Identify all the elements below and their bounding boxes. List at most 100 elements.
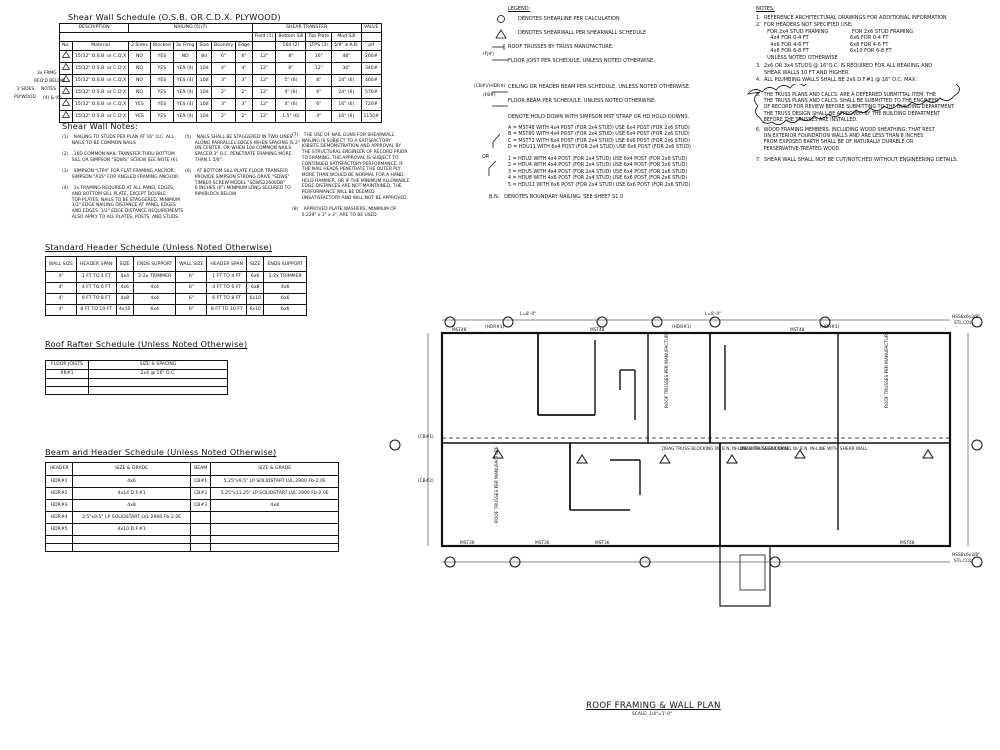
shear-cell: 340#: [360, 62, 383, 75]
rafter-col-joists: FLOOR JOISTS: [45, 360, 89, 370]
shear-notes-col3: (7) THE USE OF NAIL GUNS FOR SHEARWALL N…: [292, 133, 410, 218]
legend-boundary-nailing: B.N. DENOTES BOUNDARY NAILING, SEE SHEET…: [489, 194, 624, 200]
col-top-plate: Top Plate: [305, 32, 333, 42]
rafter-col-size: SIZE & SPACING: [88, 360, 228, 370]
beam-cell: HDR#1: [44, 475, 74, 488]
beam-cell: CB#3: [189, 499, 212, 512]
header-cell: 4x4: [132, 293, 177, 305]
rafter-row-id: RR#1: [45, 369, 89, 379]
beam-cell: 5.25"x9.5" LP SOLIDSTART LVL 2900 Fb-2.0…: [210, 475, 339, 488]
shear-cell: 48": [331, 50, 362, 63]
shear-cell: 2": [235, 86, 253, 99]
shear-cell: 10d: [196, 74, 212, 87]
shear-cell: 460#: [360, 74, 383, 87]
shear-cell: 36": [331, 62, 362, 75]
rafter-schedule-title: Roof Rafter Schedule (Unless Noted Other…: [45, 339, 248, 349]
shear-cell: 4": [235, 62, 253, 75]
shear-cell: 10d: [196, 98, 212, 111]
shear-cell: 12": [251, 110, 277, 123]
header-col: WALL SIZE: [175, 256, 208, 272]
shear-cell: YES: [149, 50, 174, 63]
shear-cell: 570#: [360, 86, 383, 99]
label-mst36-b: MST36: [535, 540, 550, 546]
shear-cell: 12": [305, 62, 333, 75]
header-cell: 6x4: [132, 304, 177, 316]
header-cell: 4x4: [132, 282, 177, 294]
legend-hold-down: DENOTE HOLD-DOWN WITH SIMPSON MST STRAP …: [508, 114, 690, 120]
header-cell: 6": [175, 271, 208, 283]
label-hdr3: (HDR#3): [820, 324, 840, 330]
header-col: HEADER SPAN: [75, 256, 117, 272]
rafter-row-size: 2x4 @ 16" O.C.: [88, 369, 228, 379]
shear-cell: 2": [210, 86, 237, 99]
col-2-sides: 2 Sides: [128, 41, 151, 51]
beam-cell: 4x10 D.F.#1: [72, 523, 191, 536]
shear-cell: 8d: [196, 50, 212, 63]
note-7: 7. SHEAR WALL SHALL NOT BE CUT/NOTCHED W…: [756, 157, 959, 163]
note-3: 3. 2x6 OR 3x4 STUDS @ 16"O.C. IS REQUIRE…: [756, 63, 933, 76]
header-col: SIZE: [245, 256, 265, 272]
header-cell: 4": [45, 271, 77, 283]
side-label-notes: NOTES: [41, 87, 56, 92]
header-cell: 4x6: [263, 282, 307, 294]
header-schedule-title: Standard Header Schedule (Unless Noted O…: [45, 242, 273, 252]
note-6: 6. WOOD FRAMING MEMBERS, INCLUDING WOOD …: [756, 128, 935, 152]
header-col: HEADER SPAN: [206, 256, 247, 272]
shear-cell: 3": [210, 98, 237, 111]
shear-cell: 10d: [196, 86, 212, 99]
legend-cb-symbol: (CB#)/(HDR#): [474, 84, 506, 89]
shear-cell: 4" (6): [275, 98, 307, 111]
label-mst48-b: MST48: [590, 327, 605, 333]
shear-cell: 12": [251, 98, 277, 111]
side-label-plywood: PLYWOOD: [14, 95, 36, 100]
legend-fj-symbol: (FJ#): [483, 52, 494, 57]
col-ab: 5/8" ø A.B.: [331, 41, 362, 51]
shear-cell: 15/32" O.S.B. or C.D.X: [71, 110, 130, 123]
label-roof-trusses-a: ROOF TRUSSES PER MANUFACTURE: [664, 331, 670, 408]
side-label-notes-ref: (4) & (6): [43, 96, 62, 101]
rafter-schedule-table: FLOOR JOISTS SIZE & SPACING RR#1 2x4 @ 1…: [45, 360, 228, 395]
beam-cell: 4x8: [72, 499, 191, 512]
shear-cell: NO: [172, 50, 198, 63]
header-cell: 6x10: [245, 304, 265, 316]
header-cell: 6": [175, 304, 208, 316]
shear-cell: 16" (6): [331, 98, 362, 111]
col-edge: Edge: [235, 41, 253, 51]
shear-cell: 12": [251, 86, 277, 99]
label-hss-bottom: HSS6x6x3/8": [952, 552, 980, 558]
note-1: 1. REFERENCE ARCHITECTURAL DRAWINGS FOR …: [756, 15, 947, 21]
legend-strap-list: A = MST48 WITH 4x4 POST (FOR 2x4 STUD) U…: [508, 126, 691, 151]
shear-cell: 12": [251, 62, 277, 75]
col-description: DESCRIPTION: [58, 23, 130, 33]
shear-cell: 16": [305, 50, 333, 63]
beam-cell: [210, 511, 339, 524]
shear-cell: 3": [235, 98, 253, 111]
side-label-reqd: REQ'D BELOW: [34, 79, 66, 84]
col-ltps: LTPS (3): [305, 41, 333, 51]
label-mst48-c: MST48: [790, 327, 805, 333]
col-field: Field (1): [251, 32, 277, 42]
header-cell: 4": [45, 282, 77, 294]
shear-row-no: [59, 62, 73, 75]
label-mst48-d: MST48: [900, 540, 915, 546]
shear-cell: YES (4): [172, 74, 198, 87]
header-cell: 4 FT TO 6 FT: [75, 282, 117, 294]
beam-cell: HDR#4: [44, 511, 74, 524]
beam-col: SIZE & GRADE: [72, 462, 191, 476]
col-mud-sill: Mud Sill: [331, 32, 362, 42]
col-value: VALUE: [360, 23, 383, 33]
shear-cell: YES: [128, 98, 151, 111]
header-cell: 6x10: [245, 293, 265, 305]
shear-wall-schedule-title: Shear Wall Schedule (O.S.B. OR C.D.X. PL…: [68, 12, 281, 22]
beam-cell: [189, 523, 212, 536]
legend-title: LEGEND:: [508, 6, 531, 12]
shear-cell: 12": [251, 50, 277, 63]
shear-cell: 3": [210, 74, 237, 87]
header-cell: 2-2x TRIMMER: [132, 271, 177, 283]
